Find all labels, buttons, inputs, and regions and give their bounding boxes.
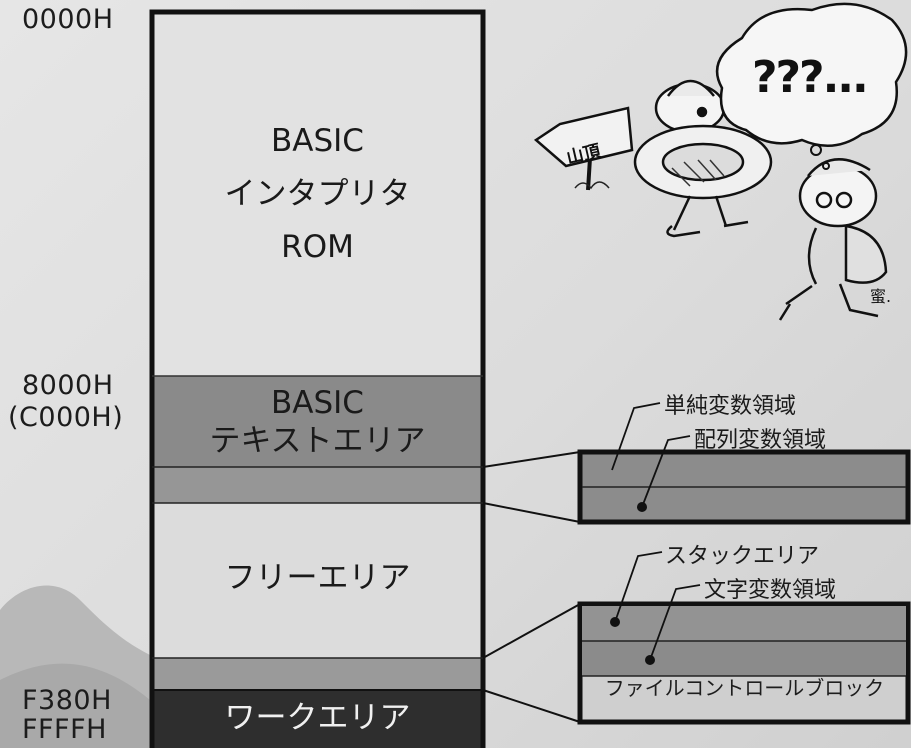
rom-label-line3: ROM [281,229,354,265]
basic-text-segment [152,376,483,467]
string-vars-label: 文字変数領域 [704,578,837,603]
address-start: 0000H [22,4,114,35]
rom-segment [152,12,483,376]
svg-text:蜜.: 蜜. [870,287,891,306]
array-vars-label: 配列変数領域 [694,428,827,453]
mouse-character-illustration [633,79,773,238]
zoom-line-upper [482,451,581,468]
address-basic-start-alt: (C000H) [8,402,124,433]
address-end: FFFFH [22,714,107,745]
speech-bubble [715,2,908,170]
stack-area-label: スタックエリア [665,544,820,569]
work-area-label: ワークエリア [224,700,411,736]
hiker-character-illustration: 蜜. [778,158,891,321]
file-control-block-label: ファイルコントロールブロック [604,676,885,700]
zoom-line-lower [482,603,581,659]
speech-bubble-text: ???... [752,52,869,103]
signpost-illustration [533,106,634,191]
variable-segment [152,467,483,503]
work-segment [152,690,483,748]
zoom-line-lower [482,689,581,723]
text-area-label-line2: テキストエリア [209,423,426,459]
address-basic-start: 8000H [22,370,114,401]
zoom-line-upper [482,502,581,523]
free-segment [152,503,483,658]
rom-label-line1: BASIC [271,123,364,159]
free-area-label: フリーエリア [224,560,411,596]
address-work-start: F380H [22,685,112,716]
simple-vars-label: 単純変数領域 [664,394,797,419]
rom-label-line2: インタプリタ [224,176,411,212]
stack-segment [152,658,483,690]
text-area-label-line1: BASIC [271,385,364,421]
